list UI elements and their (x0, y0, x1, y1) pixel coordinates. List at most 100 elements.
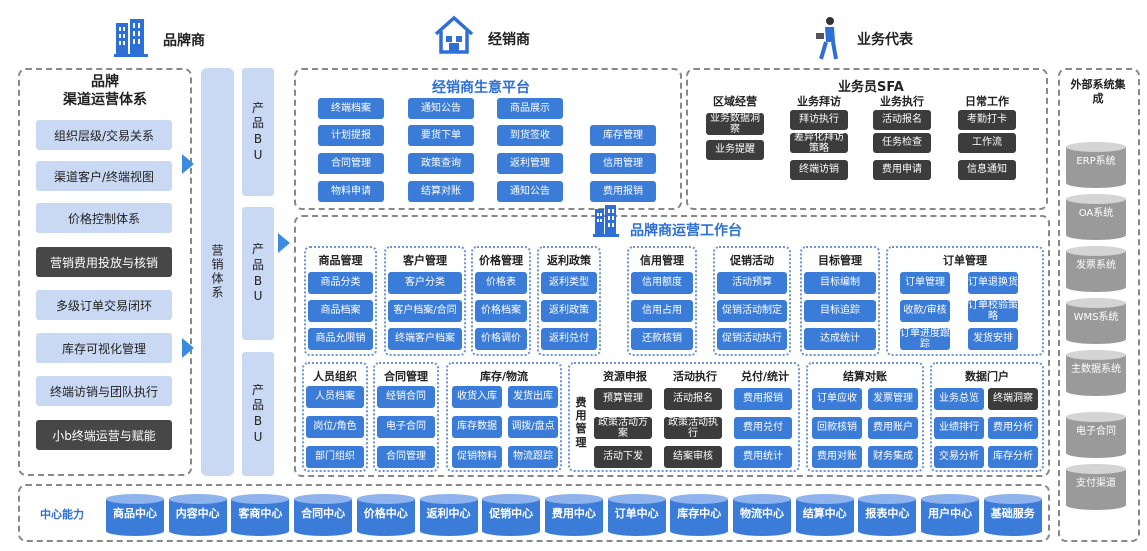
workbench-group-title: 人员组织 (313, 370, 357, 383)
sfa-title: 业务员SFA (838, 80, 904, 95)
center-capability-label: 订单中心 (614, 507, 659, 520)
sfa-item: 活动报名 (873, 110, 931, 130)
external-system-label: 主数据系统 (1071, 364, 1121, 375)
dealer-platform-item: 计划提报 (318, 125, 384, 146)
center-capability-cylinder: 价格中心 (356, 494, 415, 536)
workbench-building-icon (592, 203, 620, 237)
workbench-item: 商品档案 (308, 300, 373, 322)
workbench-item: 返利政策 (541, 300, 597, 322)
center-capability-label: 商品中心 (113, 507, 157, 520)
workbench-group-title: 价格管理 (479, 254, 523, 267)
workbench-item: 物流跟踪 (508, 446, 558, 468)
external-system-label: OA系统 (1078, 208, 1114, 219)
workbench-item: 促销活动制定 (717, 300, 787, 322)
arrow-right-icon (278, 233, 290, 253)
dealer-platform-item: 费用报销 (590, 181, 656, 202)
channel-item: 组织层级/交易关系 (36, 120, 172, 150)
workbench-item: 人员档案 (306, 386, 364, 408)
expense-item: 费用统计 (734, 446, 792, 468)
brand-header-label: 品牌商 (163, 33, 205, 49)
workbench-item: 发票管理 (868, 388, 918, 410)
workbench-item: 业绩排行 (934, 417, 984, 439)
workbench-item: 促销物料 (452, 446, 502, 468)
center-capability-cylinder: 商品中心 (106, 494, 164, 536)
external-system-cylinder: 电子合同 (1066, 412, 1126, 458)
external-system-cylinder: 发票系统 (1066, 246, 1126, 292)
center-capability-label: 库存中心 (677, 507, 722, 520)
external-system-cylinder: OA系统 (1066, 194, 1126, 240)
workbench-item: 价格档案 (475, 300, 527, 322)
workbench-group-title: 活动执行 (673, 370, 717, 383)
sfa-item: 拜访执行 (790, 110, 848, 130)
dealer-platform-item: 合同管理 (318, 153, 384, 174)
workbench-item: 业务总览 (934, 388, 984, 410)
external-system-cylinder: 主数据系统 (1066, 350, 1126, 396)
center-capability-label: 基础服务 (990, 507, 1035, 520)
sfa-item: 业务数据洞察 (706, 113, 764, 135)
brand-channel-system-panel (18, 68, 192, 476)
product-bu-label: 产品BU (251, 242, 264, 304)
workbench-group (800, 246, 880, 356)
workbench-panel (294, 215, 1050, 477)
workbench-item: 费用分析 (988, 417, 1038, 439)
arrow-right-icon (182, 338, 194, 358)
center-capability-cylinder: 物流中心 (733, 494, 791, 536)
workbench-item: 回款核销 (812, 417, 862, 439)
dealer-platform-item: 通知公告 (497, 181, 563, 202)
workbench-item: 发货出库 (508, 386, 558, 408)
external-system-cylinder: ERP系统 (1066, 142, 1126, 188)
center-capability-cylinder: 用户中心 (921, 494, 980, 536)
center-capability-cylinder: 基础服务 (983, 494, 1042, 536)
center-capability-label: 报表中心 (865, 507, 910, 520)
expense-item: 政策活动执行 (664, 417, 722, 439)
workbench-item: 订单管理 (900, 272, 950, 294)
expense-item: 预算管理 (594, 388, 652, 410)
workbench-item: 收货入库 (452, 386, 502, 408)
workbench-group-title: 客户管理 (403, 254, 447, 267)
distributor-header-label: 经销商 (488, 32, 530, 48)
center-capability-cylinder: 客商中心 (231, 494, 290, 536)
workbench-item: 发货安排 (968, 328, 1018, 350)
sfa-item: 业务提醒 (706, 140, 764, 160)
workbench-item: 库存数据 (452, 416, 502, 438)
center-capability-label: 物流中心 (740, 507, 784, 520)
workbench-item: 终端客户档案 (388, 328, 462, 350)
external-system-cylinder: WMS系统 (1066, 298, 1126, 344)
dealer-platform-item: 物料申请 (318, 181, 384, 202)
sfa-panel (686, 68, 1048, 210)
workbench-item: 部门组织 (306, 446, 364, 468)
workbench-group (713, 246, 791, 356)
workbench-group-title: 库存/物流 (479, 370, 529, 383)
workbench-group-title: 结算对账 (843, 370, 887, 383)
sfa-item: 终端访销 (790, 160, 848, 180)
workbench-group (568, 362, 800, 472)
workbench-item: 交易分析 (934, 446, 984, 468)
dealer-platform-item: 结算对账 (408, 181, 474, 202)
external-system-label: 电子合同 (1076, 426, 1116, 437)
dealer-platform-panel (294, 68, 682, 210)
sales-rep-person-icon (814, 16, 844, 62)
center-capability-label: 促销中心 (489, 507, 534, 520)
brand-building-icon (112, 17, 150, 57)
sfa-column-title: 业务执行 (880, 95, 924, 108)
dealer-platform-item: 库存管理 (590, 125, 656, 146)
workbench-group-title: 兑付/统计 (740, 370, 790, 383)
center-capabilities-label: 中心能力 (40, 508, 84, 521)
channel-item: 库存可视化管理 (36, 333, 172, 363)
workbench-group-title: 目标管理 (818, 254, 862, 267)
workbench-item: 返利兑付 (541, 328, 597, 350)
center-capability-label: 用户中心 (928, 507, 973, 520)
external-system-label: 发票系统 (1076, 260, 1116, 271)
sfa-item: 考勤打卡 (958, 110, 1016, 130)
sfa-column-title: 日常工作 (965, 95, 1009, 108)
workbench-group (627, 246, 697, 356)
workbench-item: 订单校验策略 (968, 299, 1018, 322)
workbench-group-title: 合同管理 (384, 370, 428, 383)
dealer-platform-item: 到货签收 (497, 125, 563, 146)
workbench-group (537, 246, 601, 356)
workbench-group-title: 返利政策 (547, 254, 591, 267)
sfa-column-title: 业务拜访 (797, 95, 841, 108)
workbench-group-title: 数据门户 (965, 370, 1009, 383)
product-bu-3: 产品BU (242, 352, 274, 476)
workbench-item: 还款核销 (631, 328, 693, 350)
